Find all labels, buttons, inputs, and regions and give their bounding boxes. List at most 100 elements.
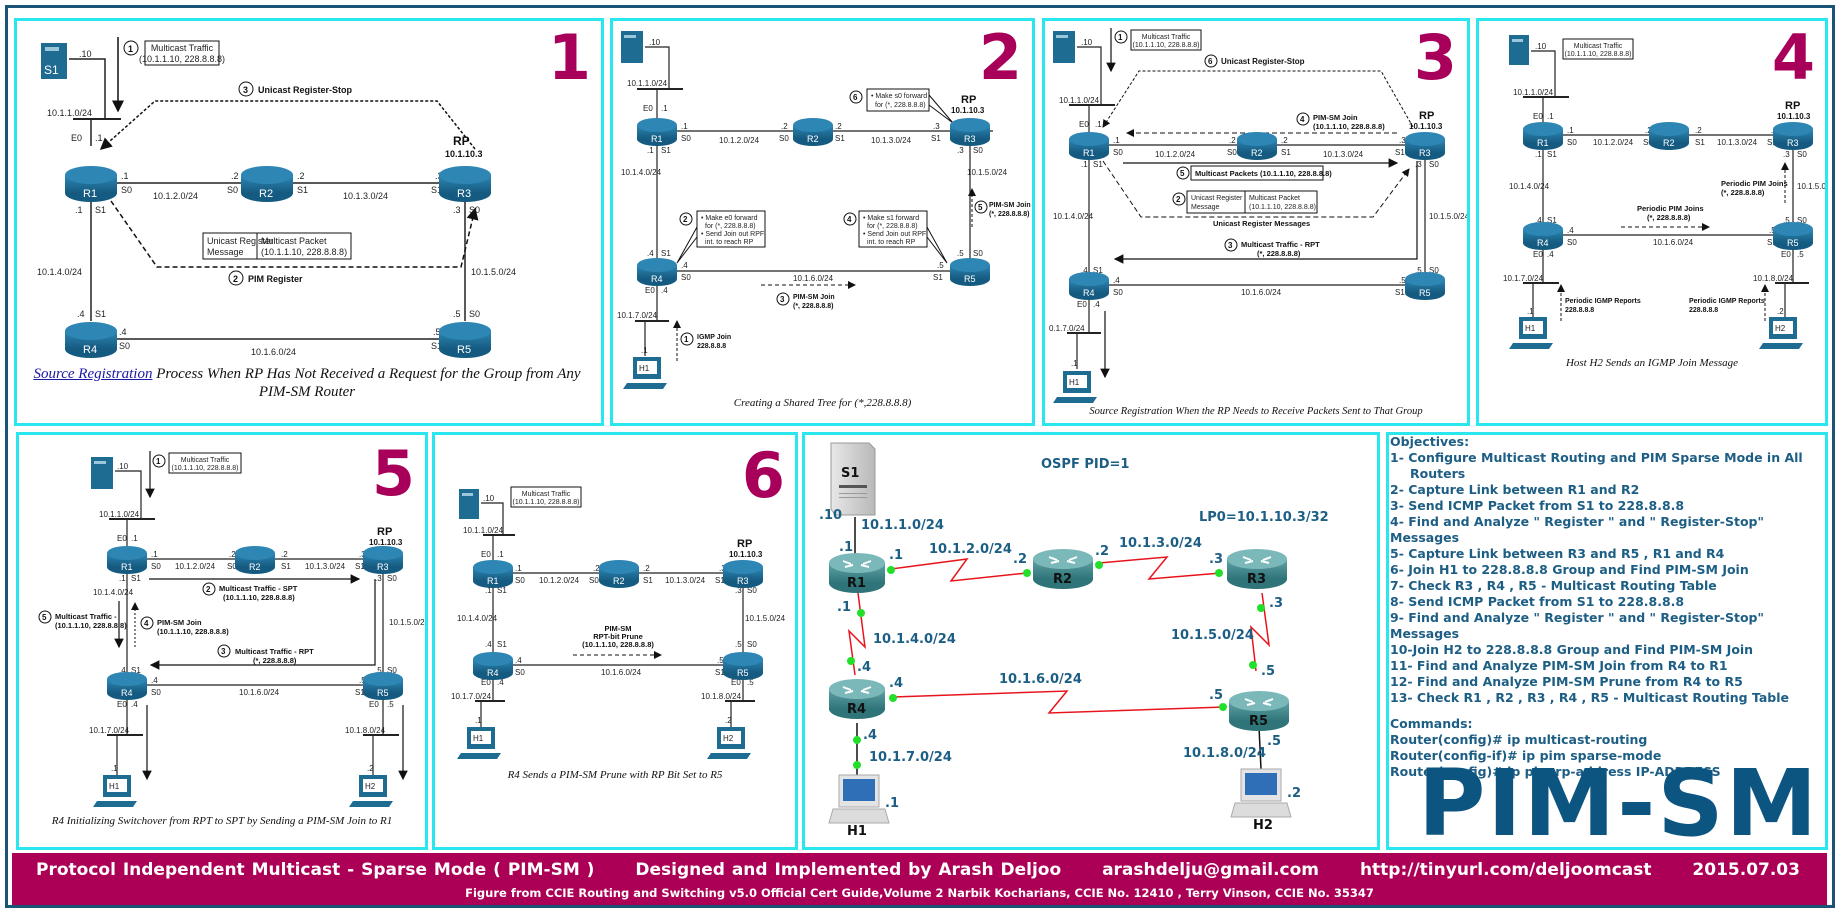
svg-text:Periodic IGMP Reports: Periodic IGMP Reports [1689, 298, 1765, 305]
svg-text:10.1.3.0/24: 10.1.3.0/24 [343, 191, 388, 201]
server-icon [459, 489, 479, 519]
svg-text:.1: .1 [837, 600, 851, 615]
svg-text:PIM Register: PIM Register [248, 274, 303, 284]
svg-text:R4: R4 [847, 702, 866, 717]
svg-text:H1: H1 [639, 364, 650, 373]
svg-text:10.1.1.0/24: 10.1.1.0/24 [47, 108, 92, 118]
svg-text:H2: H2 [1253, 818, 1273, 833]
router-r5-icon: R5 [723, 652, 763, 680]
server-s1-icon: S1 [41, 43, 67, 79]
svg-text:for (*, 228.8.8.8): for (*, 228.8.8.8) [705, 223, 756, 230]
svg-text:S0: S0 [121, 185, 132, 195]
svg-text:S1: S1 [1767, 238, 1777, 247]
footer-url[interactable]: http://tinyurl.com/deljoomcast [1359, 860, 1652, 880]
host-h1-icon: H1 [457, 727, 501, 759]
svg-text:RP: RP [377, 526, 392, 538]
svg-text:.2: .2 [1645, 126, 1652, 135]
svg-text:E0: E0 [1781, 250, 1791, 259]
svg-text:(10.1.1.10, 228.8.8.8): (10.1.1.10, 228.8.8.8) [172, 465, 239, 472]
svg-text:(10.1.1.10, 228.8.8.8): (10.1.1.10, 228.8.8.8) [1249, 204, 1316, 211]
svg-text:S0: S0 [151, 562, 161, 571]
svg-text:R3: R3 [1787, 138, 1799, 148]
host-h2-icon: H2 [707, 727, 751, 759]
svg-text:4: 4 [847, 215, 852, 224]
host-h2-icon: H2 [349, 775, 393, 807]
svg-text:5: 5 [42, 613, 47, 622]
svg-text:.1: .1 [475, 716, 482, 725]
svg-text:10.1.4.0/24: 10.1.4.0/24 [621, 168, 662, 177]
command-line: Router(config)# ip multicast-routing [1390, 732, 1648, 747]
svg-text:.10: .10 [819, 508, 842, 523]
footer-banner: Protocol Independent Multicast - Sparse … [12, 853, 1827, 905]
panel-number: 5 [371, 437, 415, 510]
svg-text:10.1.1.0/24: 10.1.1.0/24 [1059, 96, 1100, 105]
svg-text:10.1.6.0/24: 10.1.6.0/24 [999, 672, 1082, 687]
panel-caption: R4 Sends a PIM-SM Prune with RP Bit Set … [507, 769, 723, 781]
svg-text:.3: .3 [1269, 596, 1283, 611]
router-r5-icon: R5 [1229, 691, 1289, 731]
svg-text:S0: S0 [681, 134, 691, 143]
footer-email[interactable]: arashdelju@gmail.com [1102, 860, 1320, 880]
svg-text:(*, 228.8.8.8): (*, 228.8.8.8) [989, 211, 1029, 218]
svg-text:R1: R1 [1083, 148, 1095, 158]
svg-text:• Make s0 forward: • Make s0 forward [871, 93, 927, 100]
svg-text:.1: .1 [839, 540, 853, 555]
svg-text:.1: .1 [1095, 120, 1102, 129]
svg-text:R5: R5 [1249, 714, 1268, 729]
svg-text:10.1.2.0/24: 10.1.2.0/24 [1593, 138, 1634, 147]
svg-text:2: 2 [1176, 195, 1181, 204]
router-r5-icon: R5 [1773, 222, 1813, 250]
svg-text:.2: .2 [643, 564, 650, 573]
svg-text:10.1.6.0/24: 10.1.6.0/24 [239, 688, 280, 697]
svg-text:.2: .2 [593, 564, 600, 573]
svg-text:10.1.3.0/24: 10.1.3.0/24 [1717, 138, 1758, 147]
svg-text:Multicast Traffic: Multicast Traffic [522, 491, 571, 498]
svg-text:10.1.2.0/24: 10.1.2.0/24 [1155, 150, 1196, 159]
svg-text:IGMP Join: IGMP Join [697, 334, 731, 341]
router-r1-icon: R1 [473, 560, 513, 588]
svg-text:.3: .3 [1783, 150, 1790, 159]
svg-text:.1: .1 [889, 548, 903, 563]
panel-caption: R4 Initializing Switchover from RPT to S… [51, 815, 393, 827]
svg-text:10.1.1.0/24: 10.1.1.0/24 [861, 518, 944, 533]
svg-text:.2: .2 [1777, 307, 1784, 316]
router-r2-icon: R2 [1649, 122, 1689, 150]
svg-text:S1: S1 [715, 576, 725, 585]
svg-text:R1: R1 [121, 562, 133, 572]
svg-text:5: 5 [1180, 169, 1185, 178]
svg-text:.1: .1 [485, 586, 492, 595]
router-r2-icon: R2 [1033, 549, 1093, 589]
svg-text:S1: S1 [281, 562, 291, 571]
svg-text:10.1.1.0/24: 10.1.1.0/24 [463, 526, 504, 535]
svg-text:Multicast Packet: Multicast Packet [261, 236, 327, 246]
panel-1-diagram: S1 .10 10.1.1.0/24 E0.1 1 Multicast Traf… [37, 37, 516, 358]
objectives-panel [1386, 432, 1828, 850]
svg-text:.2: .2 [835, 122, 842, 131]
svg-text:S1: S1 [933, 273, 943, 282]
svg-text:Multicast Traffic: Multicast Traffic [151, 43, 214, 53]
svg-text:.1: .1 [1071, 359, 1078, 368]
svg-text:10.1.10.3: 10.1.10.3 [1409, 122, 1443, 131]
panel-3-diagram: .10 10.1.1.0/24 E0.1 1 Multicast Traffic… [1049, 28, 1467, 403]
source-registration-link[interactable]: Source Registration [33, 366, 153, 382]
svg-text:S1: S1 [1547, 216, 1557, 225]
footer-designer: Designed and Implemented by Arash Deljoo [635, 860, 1062, 880]
svg-text:Multicast Packets (10.1.1.10,: Multicast Packets (10.1.1.10, 228.8.8.8) [1195, 169, 1332, 178]
host-h2-icon: H2 [1759, 317, 1803, 349]
router-r1-icon: R1 [107, 546, 147, 574]
panel-4-diagram: .10 10.1.1.0/24 Multicast Traffic(10.1.1… [1503, 35, 1825, 349]
footer-title: Protocol Independent Multicast - Sparse … [36, 860, 595, 880]
panel-number: 1 [547, 21, 591, 94]
svg-text:H1: H1 [847, 824, 867, 839]
svg-text:2: 2 [683, 215, 688, 224]
svg-text:.1: .1 [647, 146, 654, 155]
panel-5-diagram: .10 10.1.1.0/24 1 Multicast Traffic(10.1… [38, 451, 425, 807]
svg-text:228.8.8.8: 228.8.8.8 [697, 343, 726, 350]
svg-text:.10: .10 [649, 38, 661, 47]
svg-text:10.1.5.0/24: 10.1.5.0/24 [389, 618, 425, 627]
svg-text:.4: .4 [497, 678, 504, 687]
router-r3-icon: R3 [723, 560, 763, 588]
objective-item: 1- Configure Multicast Routing and PIM S… [1390, 450, 1803, 465]
svg-text:S0: S0 [1429, 160, 1439, 169]
panel-number: 2 [978, 21, 1022, 94]
